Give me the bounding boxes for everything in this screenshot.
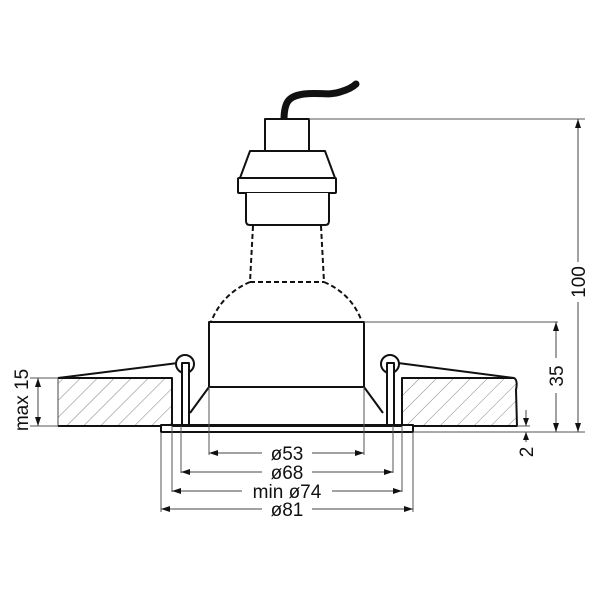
- dim-d74: min ø74: [172, 482, 402, 503]
- lamp-bulb-dashed: [210, 225, 363, 323]
- cable: [280, 80, 360, 124]
- dim-label-d81: ø81: [271, 500, 304, 521]
- socket-top: [264, 118, 310, 152]
- socket-body: [245, 193, 330, 226]
- dim-d81: ø81: [161, 500, 413, 521]
- dim-flange-2: 2: [517, 410, 538, 457]
- dim-label-2: 2: [517, 447, 538, 458]
- dim-label-100: 100: [569, 266, 590, 298]
- dim-d68: ø68: [181, 463, 393, 484]
- dim-ceiling-thickness: max 15: [12, 369, 41, 431]
- socket-band: [237, 177, 337, 194]
- dim-label-d68: ø68: [271, 463, 304, 484]
- dim-height-100: 100: [569, 119, 590, 432]
- spring-clip-left: [57, 354, 195, 427]
- socket-collar: [239, 150, 336, 179]
- dim-height-35: 35: [547, 322, 568, 432]
- dim-label-max15: max 15: [12, 369, 33, 431]
- housing-body: [208, 321, 365, 388]
- ceiling-right: [401, 377, 518, 427]
- dim-label-d53: ø53: [271, 444, 304, 465]
- dim-label-d74: min ø74: [253, 482, 322, 503]
- housing-reflector: [189, 386, 384, 414]
- dim-label-35: 35: [547, 365, 568, 386]
- ceiling-left: [57, 377, 173, 427]
- extension-lines: [30, 118, 585, 512]
- dim-d53: ø53: [209, 444, 364, 465]
